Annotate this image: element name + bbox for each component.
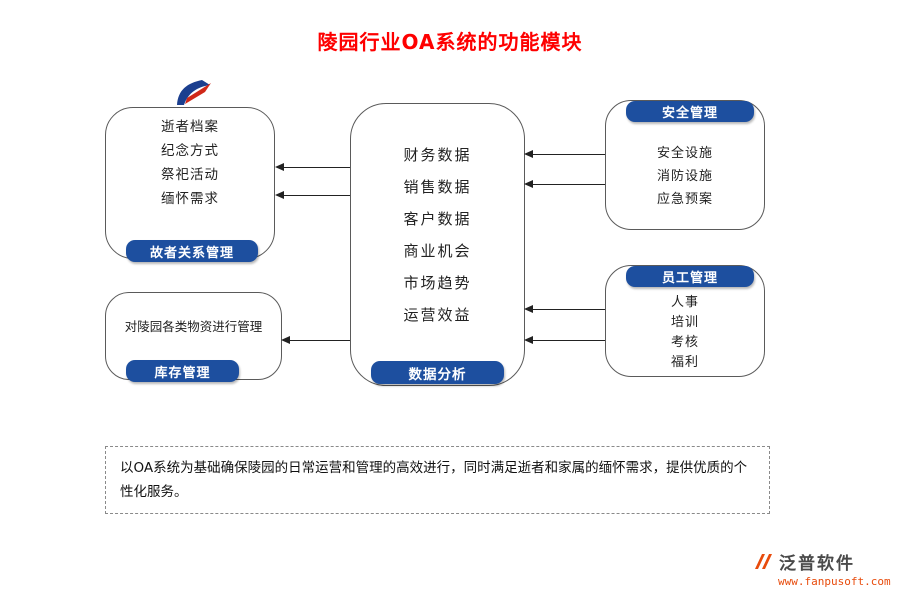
- deceased-item: 缅怀需求: [161, 191, 219, 207]
- inventory-label: 库存管理: [126, 360, 239, 382]
- staff-items: 人事 培训 考核 福利: [605, 295, 765, 370]
- data-item: 销售数据: [403, 178, 472, 196]
- arrow-center-to-deceased-2: [275, 190, 350, 199]
- arrow-center-to-deceased-1: [275, 162, 350, 171]
- brand-name: 泛普软件: [779, 554, 855, 574]
- staff-label: 员工管理: [626, 266, 754, 287]
- page-title: 陵园行业OA系统的功能模块: [317, 30, 583, 54]
- safety-items: 安全设施 消防设施 应急预案: [605, 145, 765, 208]
- data-analysis-label: 数据分析: [371, 361, 504, 384]
- safety-item: 应急预案: [656, 192, 713, 207]
- staff-item: 考核: [670, 335, 699, 350]
- fanpu-double-slash-icon: [755, 554, 772, 569]
- data-item: 财务数据: [403, 146, 472, 164]
- arrow-staff-to-center-1: [524, 304, 605, 313]
- arrow-staff-to-center-2: [524, 335, 605, 344]
- inventory-description: 对陵园各类物资进行管理: [124, 319, 263, 334]
- staff-item: 福利: [670, 355, 699, 370]
- data-analysis-items: 财务数据 销售数据 客户数据 商业机会 市场趋势 运营效益: [350, 146, 525, 325]
- safety-label: 安全管理: [626, 101, 754, 122]
- safety-item: 消防设施: [656, 169, 713, 184]
- deceased-relations-items: 逝者档案 纪念方式 祭祀活动 缅怀需求: [105, 118, 275, 209]
- data-item: 市场趋势: [403, 274, 472, 292]
- data-analysis-box: [350, 103, 525, 386]
- deceased-relations-label: 故者关系管理: [126, 240, 258, 262]
- deceased-item: 祭祀活动: [161, 167, 219, 183]
- brand-block: 泛普软件 www.fanpusoft.com: [752, 549, 891, 588]
- data-item: 商业机会: [403, 242, 472, 260]
- staff-item: 培训: [670, 315, 699, 330]
- data-item: 运营效益: [403, 306, 472, 324]
- safety-item: 安全设施: [656, 146, 713, 161]
- data-item: 客户数据: [403, 210, 472, 228]
- arrow-safety-to-center-2: [524, 179, 605, 188]
- arrow-safety-to-center-1: [524, 149, 605, 158]
- fanpu-flag-logo-icon: [177, 80, 211, 105]
- brand-url: www.fanpusoft.com: [778, 575, 891, 588]
- staff-item: 人事: [670, 295, 699, 310]
- deceased-item: 纪念方式: [161, 143, 219, 159]
- summary-note: 以OA系统为基础确保陵园的日常运营和管理的高效进行，同时满足逝者和家属的缅怀需求…: [105, 446, 770, 514]
- deceased-relations-box: [105, 107, 275, 259]
- deceased-item: 逝者档案: [161, 119, 219, 135]
- arrow-center-to-inventory: [281, 335, 350, 344]
